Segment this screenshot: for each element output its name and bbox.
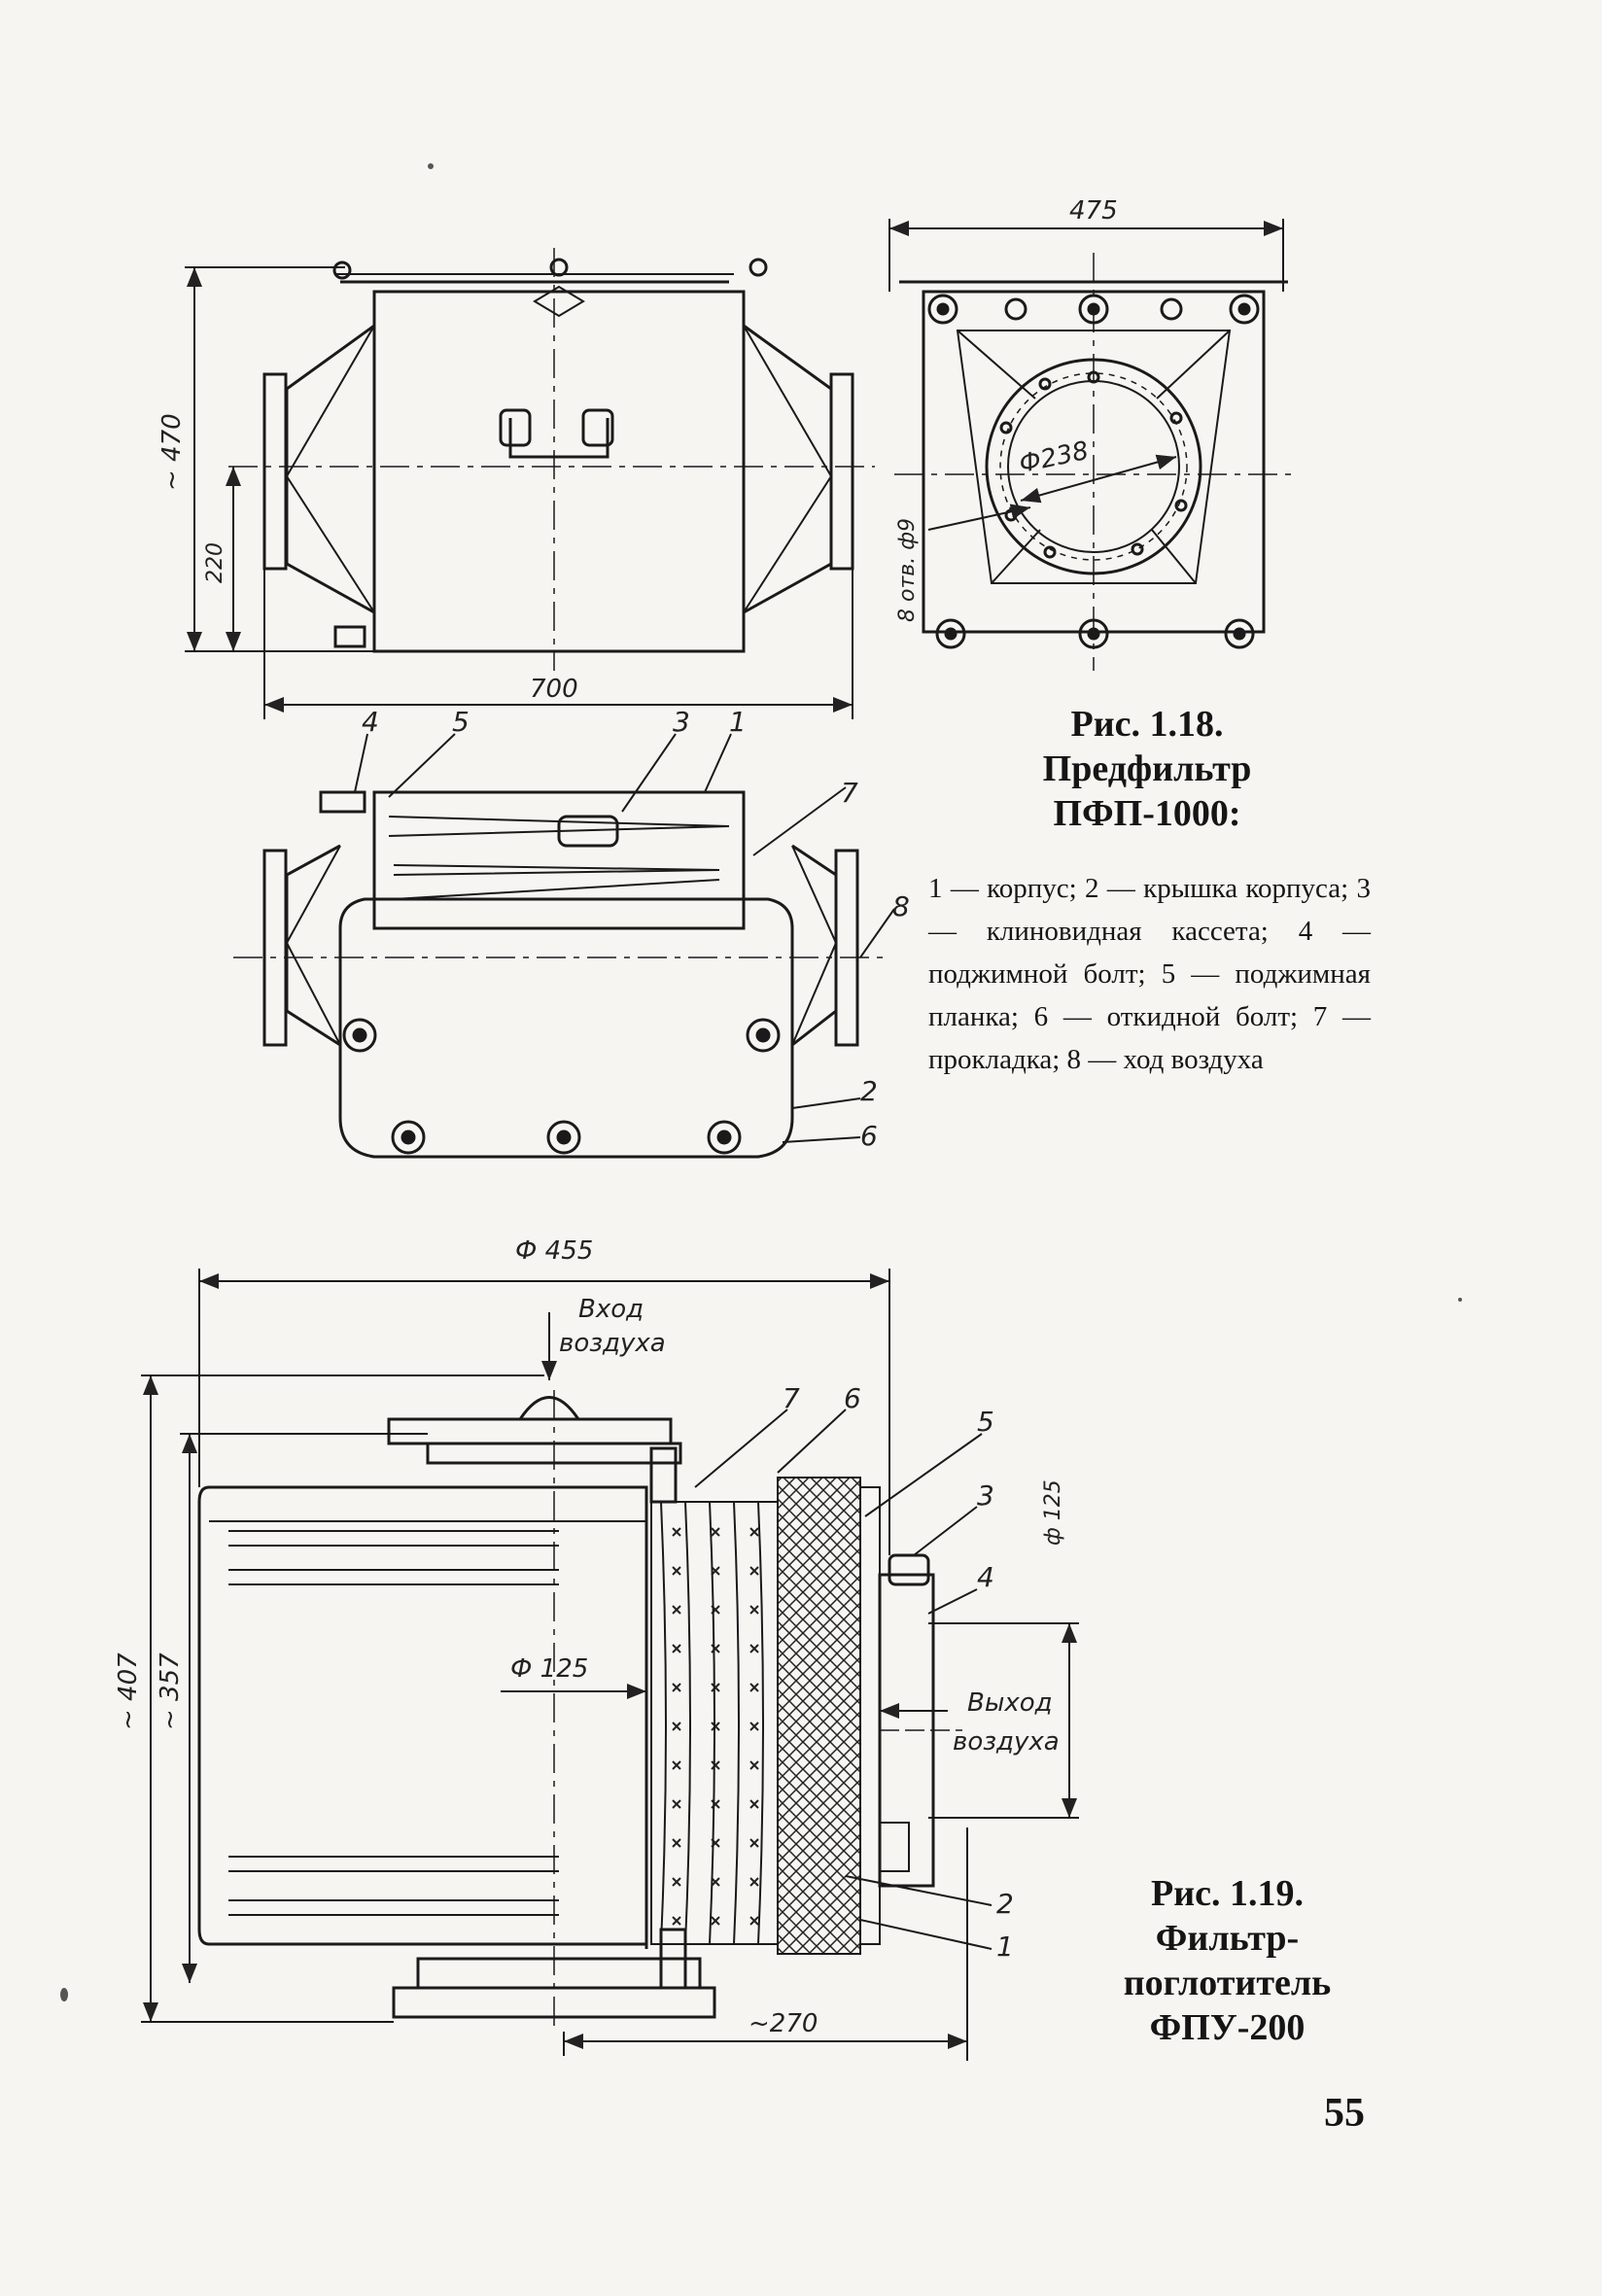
caption-line: Предфильтр <box>1042 748 1252 789</box>
dim-inner-diameter: Ф 125 <box>510 1654 588 1684</box>
dim-axis-height: 220 <box>203 542 227 583</box>
dim-height: ~ 470 <box>157 413 187 491</box>
legend-item: 7 — прокладка; <box>928 1001 1371 1075</box>
caption-line: ПФП-1000: <box>1053 793 1241 834</box>
callout-5: 5 <box>452 706 470 738</box>
callout-3: 3 <box>977 1479 994 1512</box>
page-number: 55 <box>1324 2091 1365 2136</box>
callout-1: 1 <box>729 706 747 738</box>
callout-3: 3 <box>673 706 690 738</box>
legend-item: 2 — крышка корпуса; <box>1085 873 1357 904</box>
dim-outlet-diameter: ф 125 <box>1041 1479 1065 1546</box>
callout-4: 4 <box>362 706 379 738</box>
callout-2: 2 <box>860 1075 878 1107</box>
figure-1-18-legend: 1 — корпус; 2 — крышка корпуса; 3 — клин… <box>928 867 1371 1081</box>
scan-speck <box>1458 1298 1462 1302</box>
legend-item: 8 — ход воздуха <box>1066 1044 1264 1075</box>
absorber-dimension-lines <box>141 1269 1079 2061</box>
legend-item: 1 — корпус; <box>928 873 1086 904</box>
caption-line: ФПУ-200 <box>1149 2007 1306 2048</box>
callout-1: 1 <box>996 1931 1014 1963</box>
dim-height-357: ~ 357 <box>156 1652 185 1730</box>
legend-item: 3 — клиновидная кассета; <box>928 873 1371 947</box>
dim-length: 700 <box>530 675 578 704</box>
legend-item: 5 — поджимная планка; <box>928 958 1371 1032</box>
air-inlet-label-1: Вход <box>578 1295 644 1324</box>
prefilter-section-view <box>233 733 895 1159</box>
callout-7: 7 <box>841 777 858 809</box>
air-inlet-label-2: воздуха <box>559 1329 666 1358</box>
caption-line: поглотитель <box>1123 1963 1332 2003</box>
dim-depth: ~270 <box>749 2009 818 2038</box>
legend-item: 6 — откидной болт; <box>1033 1001 1313 1032</box>
dim-diameter-455: Ф 455 <box>515 1236 593 1266</box>
air-outlet-label-1: Выход <box>967 1688 1053 1718</box>
absorber-body <box>197 1312 993 2032</box>
callout-6: 6 <box>860 1120 878 1152</box>
caption-line: Рис. 1.18. <box>1070 704 1224 745</box>
scan-speck <box>428 163 434 169</box>
callout-7: 7 <box>783 1382 800 1414</box>
callout-6: 6 <box>844 1382 861 1414</box>
figure-1-19-caption: Рис. 1.19. Фильтр- поглотитель ФПУ-200 <box>1103 1871 1351 2050</box>
dim-width-front: 475 <box>1069 196 1118 226</box>
callout-2: 2 <box>996 1888 1014 1920</box>
callout-4: 4 <box>977 1561 994 1593</box>
prefilter-dimension-lines <box>185 219 1284 719</box>
figure-1-18-caption: Рис. 1.18. Предфильтр ПФП-1000: <box>1001 702 1293 836</box>
scan-speck <box>60 1988 68 2001</box>
caption-line: Фильтр- <box>1155 1918 1300 1959</box>
prefilter-front-view <box>894 253 1298 671</box>
callout-8: 8 <box>892 890 910 922</box>
caption-line: Рис. 1.19. <box>1151 1873 1304 1914</box>
callout-5: 5 <box>977 1406 994 1438</box>
dim-height-407: ~ 407 <box>114 1652 143 1730</box>
prefilter-side-view <box>228 248 875 671</box>
dim-holes: 8 отв. ф9 <box>895 518 920 622</box>
dim-flange-diameter: Ф238 <box>1017 436 1092 479</box>
air-outlet-label-2: воздуха <box>953 1727 1060 1757</box>
legend-item: 4 — поджимной болт; <box>928 916 1371 990</box>
